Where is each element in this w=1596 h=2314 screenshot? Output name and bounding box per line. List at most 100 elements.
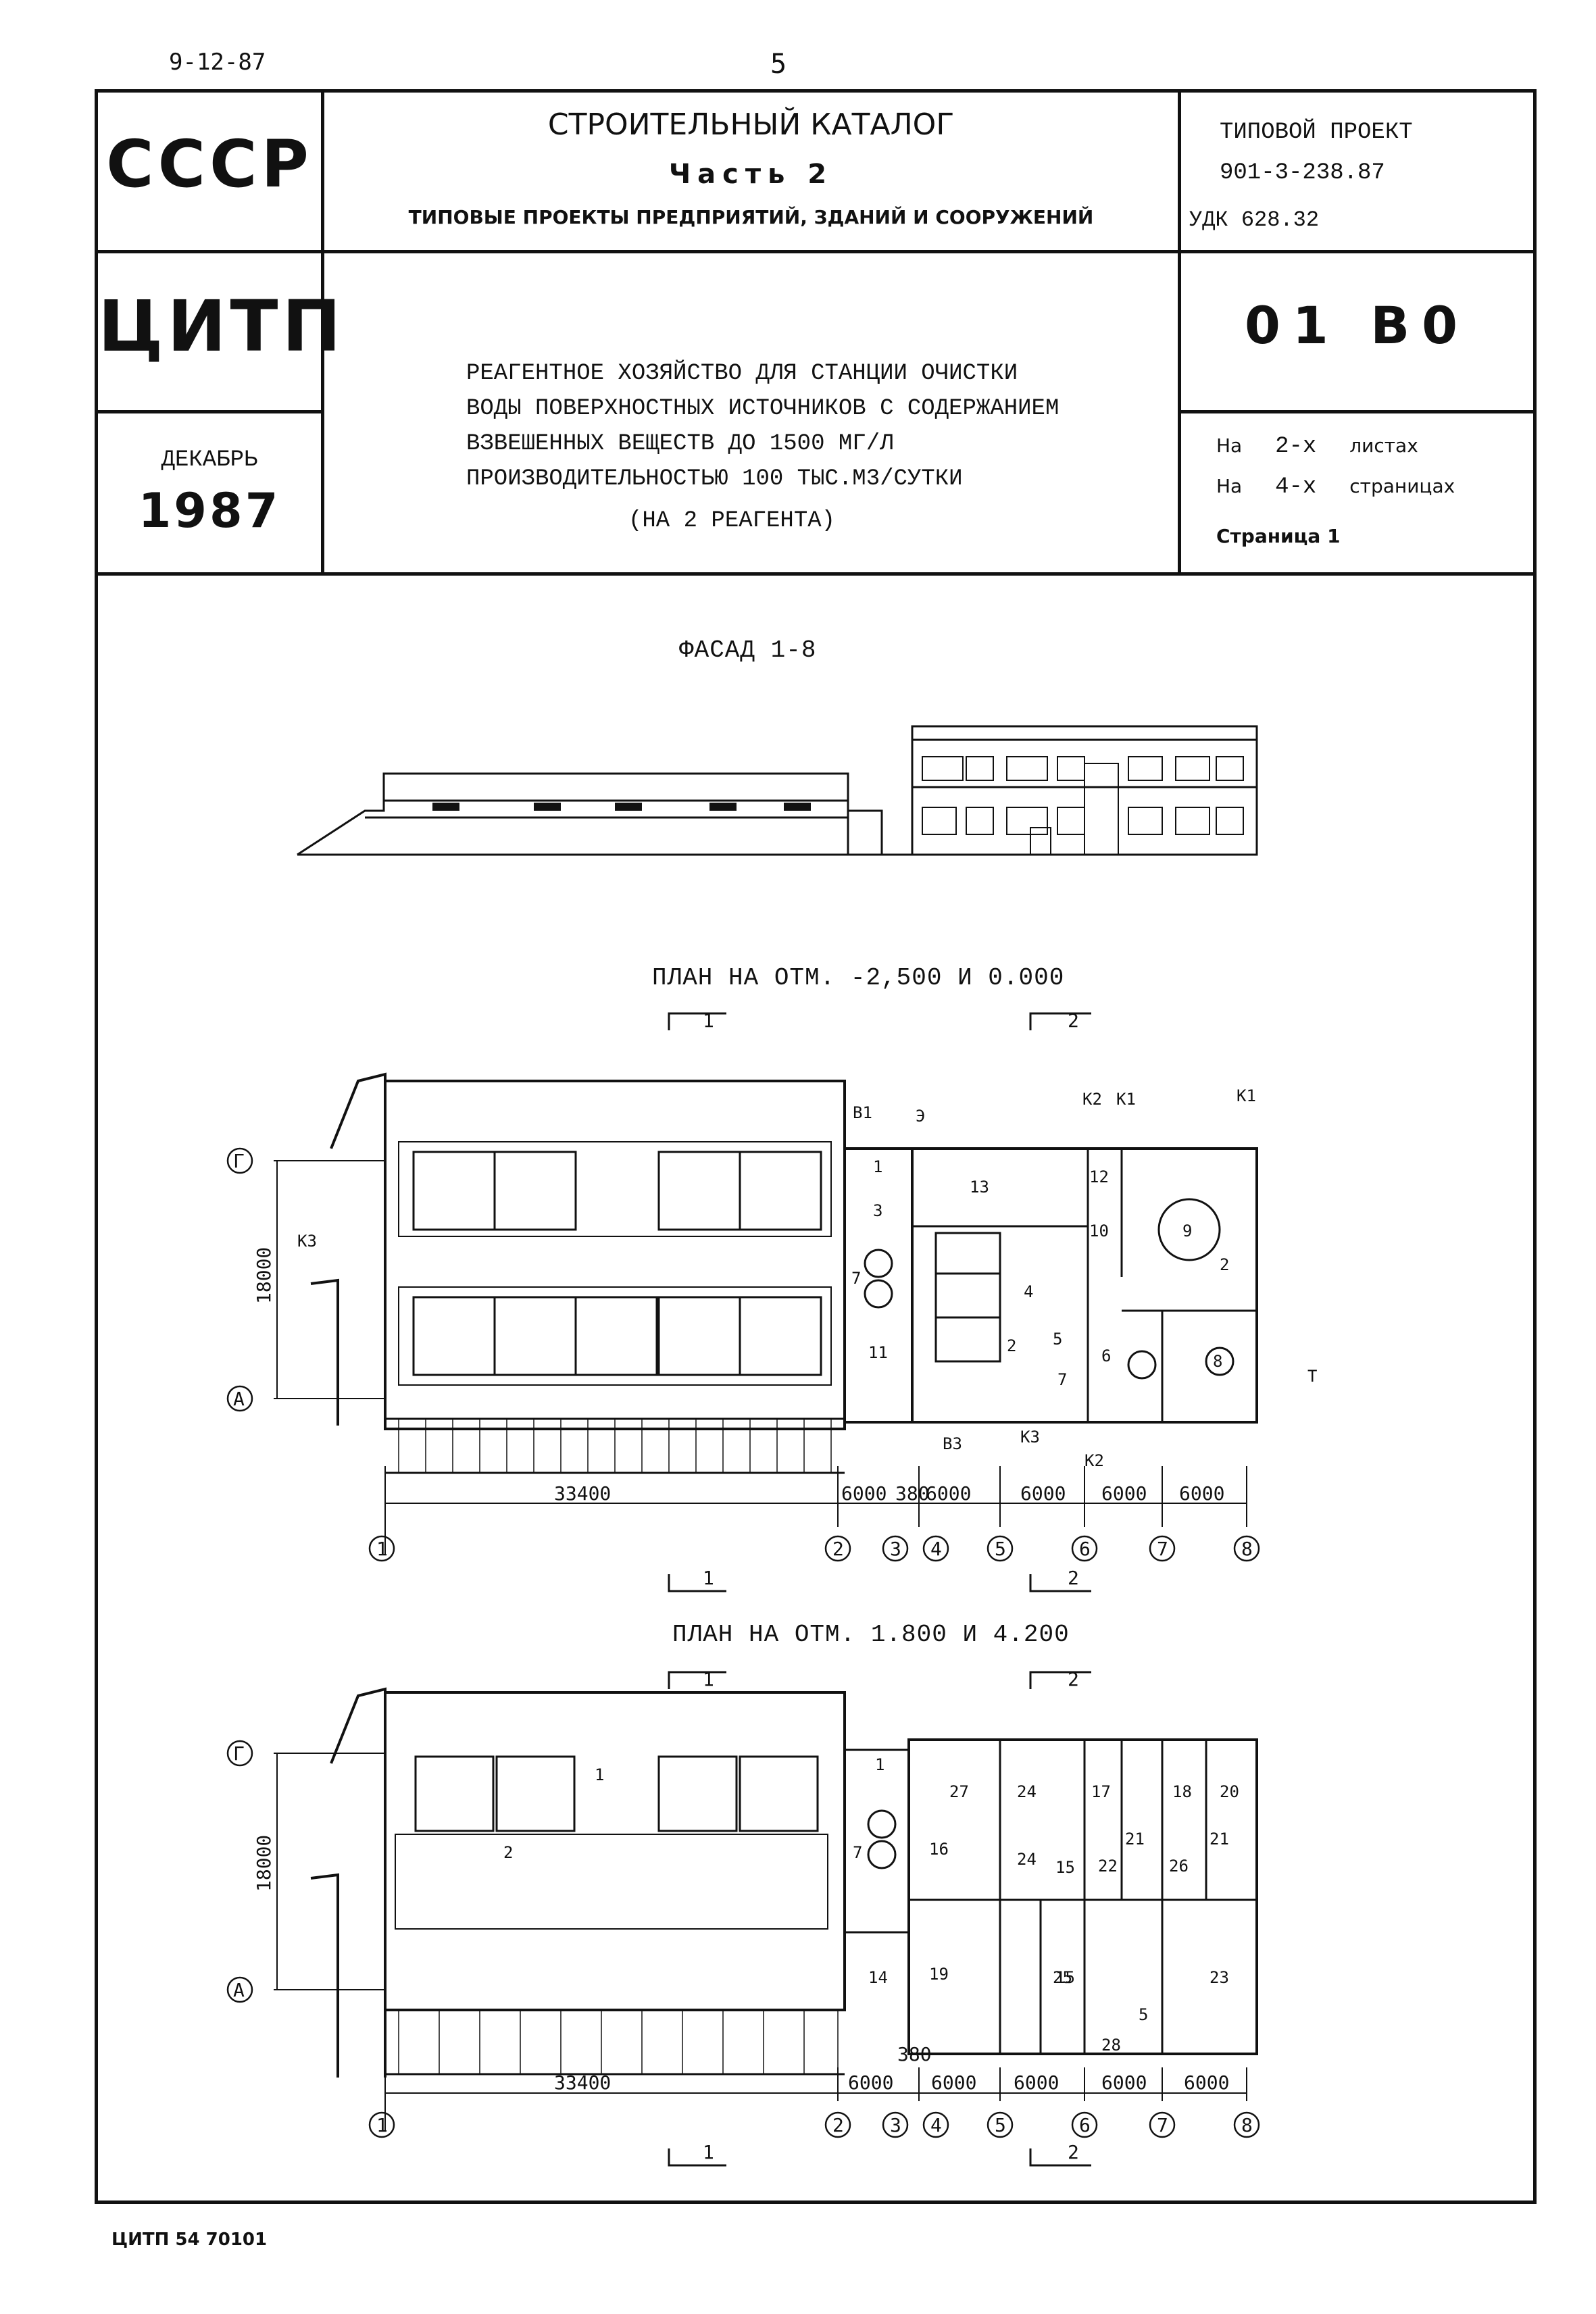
description-line-2: ВОДЫ ПОВЕРХНОСТНЫХ ИСТОЧНИКОВ С СОДЕРЖАН… bbox=[466, 396, 1059, 422]
description-line-1: РЕАГЕНТНОЕ ХОЗЯЙСТВО ДЛЯ СТАНЦИИ ОЧИСТКИ bbox=[466, 361, 1018, 386]
p2-label-22: 5 bbox=[1139, 2005, 1148, 2024]
org-ussr: СССР bbox=[106, 126, 313, 202]
plan2-title: ПЛАН НА ОТМ. 1.800 И 4.200 bbox=[672, 1621, 1070, 1649]
description-note: (НА 2 РЕАГЕНТА) bbox=[628, 508, 836, 534]
section-mark-1-bottom-plan1: 1 bbox=[703, 1567, 714, 1589]
right-column-divider bbox=[1178, 410, 1533, 413]
dim-6000-e-plan1: 6000 bbox=[1179, 1482, 1224, 1505]
axis-7-plan2: 7 bbox=[1157, 2114, 1168, 2136]
plan1-drawing bbox=[274, 1012, 1258, 1592]
p1-label-10: 1 bbox=[873, 1157, 882, 1176]
p2-label-20: 27 bbox=[949, 1782, 969, 1801]
p2-label-17: 24 bbox=[1017, 1850, 1037, 1869]
dim-380-plan2: 380 bbox=[897, 2043, 932, 2065]
p1-label-11: 2 bbox=[1007, 1336, 1016, 1355]
p2-label-19: 26 bbox=[1169, 1857, 1189, 1876]
dim-6000-e-plan2: 6000 bbox=[1184, 2071, 1229, 2094]
description-line-4: ПРОИЗВОДИТЕЛЬНОСТЬЮ 100 ТЫС.М3/СУТКИ bbox=[466, 466, 963, 492]
left-column-divider bbox=[98, 410, 321, 413]
axis-6-plan1: 6 bbox=[1079, 1538, 1091, 1560]
page-number: 5 bbox=[770, 49, 787, 80]
p1-label-16: 6 bbox=[1101, 1347, 1111, 1365]
pages-prefix: На bbox=[1216, 475, 1243, 497]
org-citp: ЦИТП bbox=[98, 285, 345, 368]
axis-7-plan1: 7 bbox=[1157, 1538, 1168, 1560]
dim-6000-a-plan2: 6000 bbox=[848, 2071, 893, 2094]
project-number: 901-3-238.87 bbox=[1220, 160, 1385, 186]
facade-title: ФАСАД 1-8 bbox=[679, 636, 817, 664]
p2-label-7: 16 bbox=[929, 1840, 949, 1859]
catalog-code: 01 В0 bbox=[1244, 295, 1470, 355]
section-mark-2-top-plan1: 2 bbox=[1068, 1009, 1079, 1032]
catalog-subtitle: ТИПОВЫЕ ПРОЕКТЫ ПРЕДПРИЯТИЙ, ЗДАНИЙ И СО… bbox=[408, 206, 1094, 228]
axis-6-plan2: 6 bbox=[1079, 2114, 1091, 2136]
p2-label-2: 2 bbox=[503, 1843, 513, 1862]
p1-label-9: Т bbox=[1307, 1367, 1317, 1386]
header-bottom-line bbox=[98, 572, 1533, 576]
dim-6000-c-plan2: 6000 bbox=[1014, 2071, 1059, 2094]
p1-label-12: 2 bbox=[1220, 1255, 1229, 1274]
p1-label-20: 9 bbox=[1182, 1222, 1192, 1240]
dim-6000-a-plan1: 6000 bbox=[841, 1482, 887, 1505]
header-vline-left bbox=[321, 93, 324, 576]
footer-code: ЦИТП 54 70101 bbox=[111, 2230, 268, 2250]
sheets-value: 2-х bbox=[1275, 434, 1317, 459]
axis-2-plan2: 2 bbox=[832, 2114, 844, 2136]
p1-label-3: К1 bbox=[1116, 1090, 1136, 1109]
header-divider-1 bbox=[98, 250, 1533, 253]
p1-label-13: 3 bbox=[873, 1201, 882, 1220]
dim-6000-c-plan1: 6000 bbox=[1020, 1482, 1066, 1505]
p1-label-2: К2 bbox=[1082, 1090, 1102, 1109]
p2-label-3: 7 bbox=[853, 1843, 862, 1862]
p2-label-0: 1 bbox=[595, 1765, 604, 1784]
p2-label-12: 21 bbox=[1125, 1830, 1145, 1848]
project-description: РЕАГЕНТНОЕ ХОЗЯЙСТВО ДЛЯ СТАНЦИИ ОЧИСТКИ… bbox=[466, 356, 1176, 538]
dim-6000-b-plan2: 6000 bbox=[931, 2071, 976, 2094]
p1-label-8: К2 bbox=[1084, 1451, 1104, 1470]
axis-4-plan2: 4 bbox=[930, 2114, 942, 2136]
dim-6000-d-plan1: 6000 bbox=[1101, 1482, 1147, 1505]
axis-1-plan2: 1 bbox=[376, 2114, 388, 2136]
header-vline-right bbox=[1178, 93, 1181, 576]
catalog-part: Часть 2 bbox=[668, 159, 834, 190]
p1-label-18: 7 bbox=[1057, 1370, 1067, 1389]
pages-count: На 4-х страницах bbox=[1216, 474, 1527, 500]
section-mark-1-top-plan2: 1 bbox=[703, 1668, 714, 1690]
axis-4-plan1: 4 bbox=[930, 1538, 942, 1560]
section-mark-2-top-plan2: 2 bbox=[1068, 1668, 1079, 1690]
p2-label-16: 24 bbox=[1017, 1782, 1037, 1801]
p1-label-5: К3 bbox=[297, 1232, 317, 1251]
description-line-3: ВЗВЕШЕННЫХ ВЕЩЕСТВ ДО 1500 МГ/Л bbox=[466, 431, 894, 457]
catalog-title: СТРОИТЕЛЬНЫЙ КАТАЛОГ bbox=[547, 107, 955, 142]
plan2-drawing bbox=[274, 1671, 1258, 2167]
dim-33400-plan1: 33400 bbox=[554, 1482, 611, 1505]
axis-2-plan1: 2 bbox=[832, 1538, 844, 1560]
p2-label-4: 14 bbox=[868, 1968, 888, 1987]
p2-label-6: 15 bbox=[1055, 1968, 1075, 1987]
p2-label-8: 17 bbox=[1091, 1782, 1111, 1801]
facade-drawing bbox=[297, 725, 1258, 856]
issue-month: ДЕКАБРЬ bbox=[161, 447, 258, 473]
section-mark-2-bottom-plan2: 2 bbox=[1068, 2141, 1079, 2163]
axis-letter-a-plan2: А bbox=[233, 1979, 245, 2001]
p1-label-15: 5 bbox=[1053, 1330, 1062, 1349]
p1-label-17: 7 bbox=[851, 1269, 861, 1288]
axis-8-plan1: 8 bbox=[1241, 1538, 1253, 1560]
section-mark-1-top-plan1: 1 bbox=[703, 1009, 714, 1032]
p1-label-19: 8 bbox=[1213, 1352, 1222, 1371]
p2-label-1: 1 bbox=[875, 1755, 884, 1774]
axis-3-plan2: 3 bbox=[890, 2114, 901, 2136]
p1-label-22: 11 bbox=[868, 1343, 888, 1362]
p1-label-7: К3 bbox=[1020, 1428, 1040, 1447]
p1-label-4: К1 bbox=[1237, 1086, 1256, 1105]
project-label: ТИПОВОЙ ПРОЕКТ bbox=[1220, 120, 1413, 145]
axis-letter-g-plan2: Г bbox=[233, 1742, 245, 1765]
udk-code: УДК 628.32 bbox=[1189, 207, 1320, 232]
p2-label-10: 19 bbox=[929, 1965, 949, 1984]
p1-label-1: Э bbox=[916, 1107, 925, 1126]
issue-year: 1987 bbox=[138, 483, 281, 538]
plan1-title: ПЛАН НА ОТМ. -2,500 И 0.000 bbox=[652, 964, 1065, 992]
section-mark-1-bottom-plan2: 1 bbox=[703, 2141, 714, 2163]
axis-8-plan2: 8 bbox=[1241, 2114, 1253, 2136]
